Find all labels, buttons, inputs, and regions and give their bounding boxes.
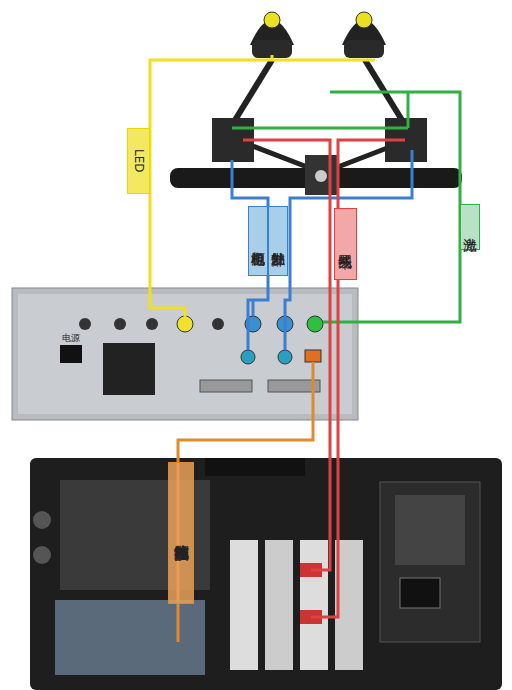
db-connector — [200, 380, 252, 392]
led-arm — [232, 60, 272, 125]
wires — [150, 55, 460, 642]
camera-connector — [278, 350, 292, 364]
connector — [79, 318, 91, 330]
power-inlet — [400, 578, 440, 608]
wire-label-band: 外部触发 — [268, 206, 288, 276]
psu-fan — [395, 495, 465, 565]
wire-label-band: 控制箱电脑连接线 — [168, 462, 194, 604]
led-connector — [177, 316, 193, 332]
computer-case — [30, 458, 502, 690]
network-cable — [243, 140, 330, 570]
connector — [146, 318, 158, 330]
laser-emitter — [315, 170, 327, 182]
expansion-card — [265, 540, 293, 670]
network-cable — [311, 140, 405, 617]
wire-label-band: 激光 — [460, 204, 480, 250]
laser-wire — [232, 92, 460, 322]
connector — [212, 318, 224, 330]
usb-port — [305, 350, 321, 362]
wire-label-band: LED — [127, 128, 150, 194]
led-lens — [356, 12, 372, 28]
panel-label: 电源 — [62, 332, 80, 345]
usb-cable — [178, 362, 313, 642]
case-handle — [205, 458, 305, 476]
led-wire — [271, 55, 274, 60]
laser-connector — [307, 316, 323, 332]
led-wire — [150, 60, 375, 318]
connector — [114, 318, 126, 330]
case-body — [30, 458, 502, 690]
case-foot — [33, 511, 51, 529]
io-panel — [55, 600, 205, 675]
power-socket — [60, 345, 82, 363]
case-foot — [33, 546, 51, 564]
wire-label-band: 相机电源 — [248, 206, 268, 276]
wire-label-text: LED — [133, 149, 145, 173]
camera-rig — [170, 12, 462, 195]
camera-wire — [232, 150, 412, 350]
expansion-card — [230, 540, 258, 670]
camera-connector — [241, 350, 255, 364]
power-supply — [380, 482, 480, 642]
center-mount — [305, 155, 337, 195]
fan-grille — [103, 343, 155, 395]
expansion-card — [300, 540, 328, 670]
led-lens — [264, 12, 280, 28]
wire-label-band: 千兆网线 — [334, 208, 357, 280]
led-body — [344, 40, 384, 58]
